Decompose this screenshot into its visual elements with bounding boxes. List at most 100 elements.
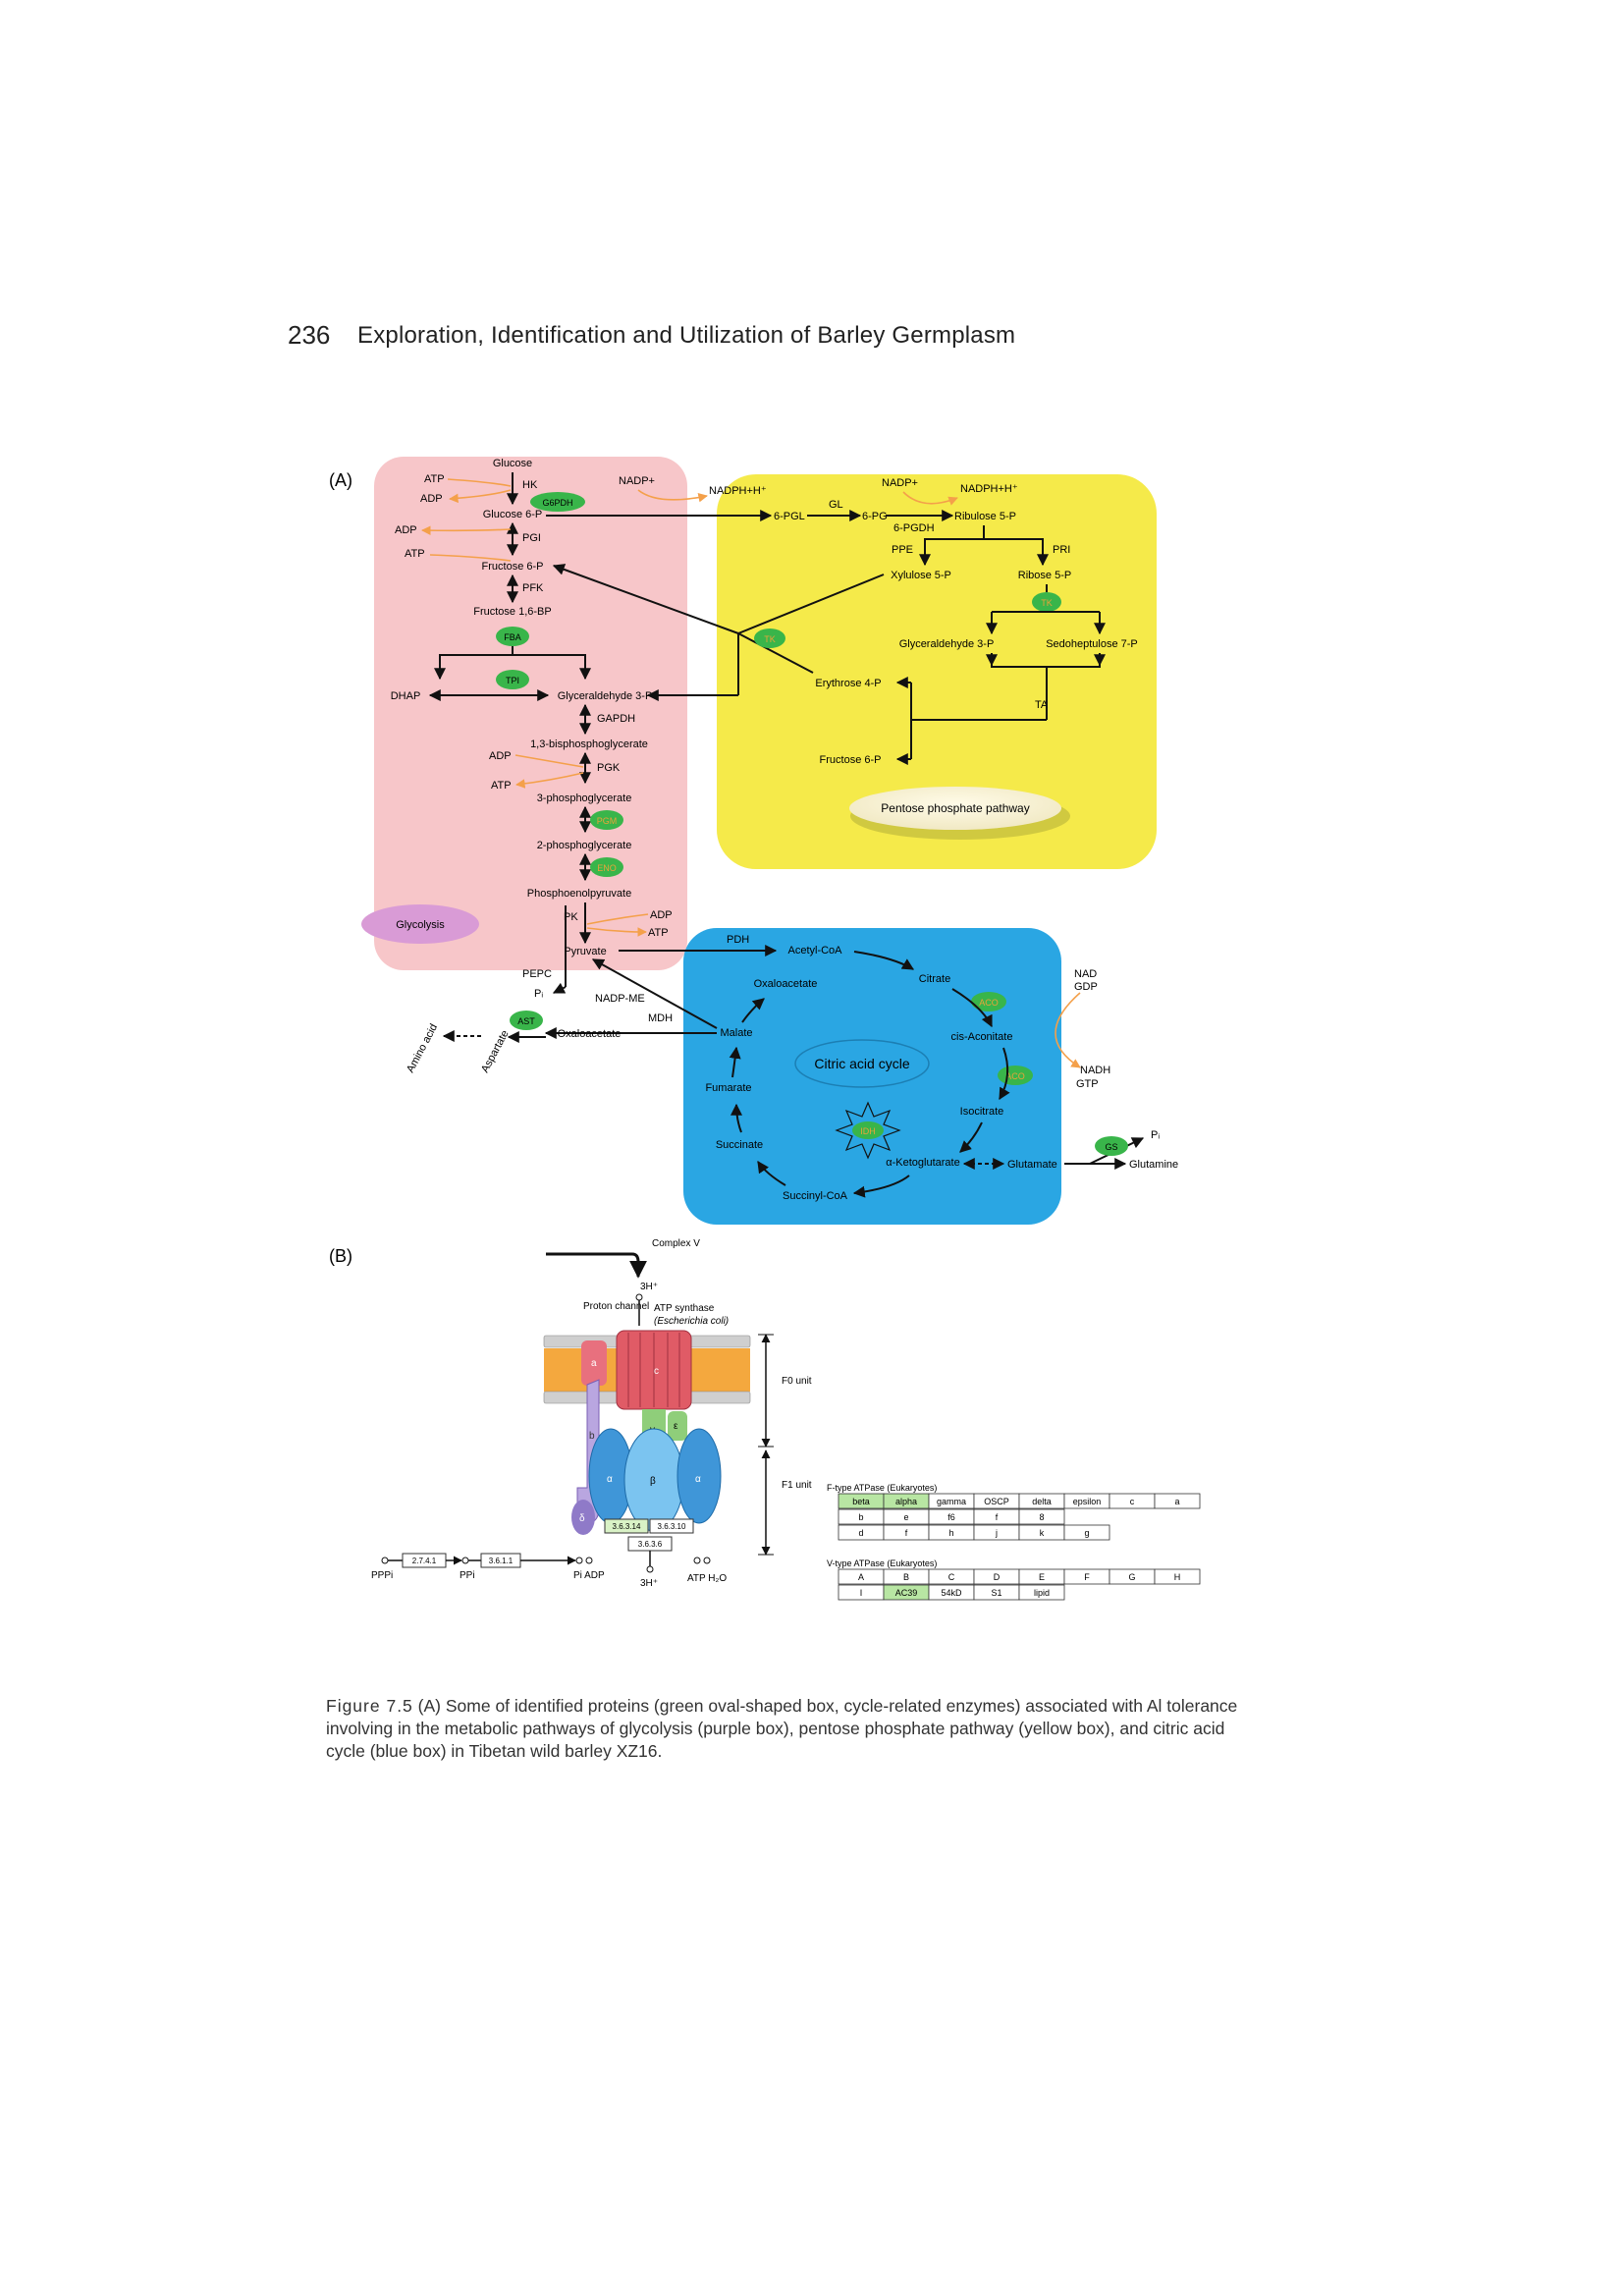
ec-3-6-1-1: 3.6.1.1 — [489, 1557, 514, 1565]
table-cell — [1063, 1524, 1110, 1541]
table-cell-label: S1 — [991, 1588, 1001, 1598]
atp-4: ATP — [648, 927, 669, 939]
protein-tpi: TPI — [506, 676, 519, 685]
caption-text: (A) Some of identified proteins (green o… — [326, 1696, 1238, 1761]
organism: (Escherichia coli) — [654, 1316, 729, 1327]
mdh: MDH — [648, 1012, 673, 1024]
dhap: DHAP — [391, 690, 421, 702]
adp-2: ADP — [395, 524, 417, 536]
gtp: GTP — [1076, 1078, 1099, 1090]
table-cell — [1018, 1508, 1065, 1525]
oxaloacetate-tca: Oxaloacetate — [754, 978, 818, 990]
fructose-16bp: Fructose 1,6-BP — [473, 606, 551, 618]
table-cell-label: C — [948, 1572, 955, 1582]
table-cell-label: d — [858, 1528, 863, 1538]
protein-idh: IDH — [860, 1126, 876, 1136]
acetyl-coa: Acetyl-CoA — [787, 945, 842, 957]
subunit-a: a — [591, 1358, 597, 1369]
tca-cycle: PDH Acetyl-CoA Citrate Oxaloacetate ACO … — [619, 934, 1178, 1202]
nadp-2: NADP+ — [882, 477, 918, 489]
ec-3-6-3-6: 3.6.3.6 — [638, 1540, 663, 1549]
pentose-box — [717, 474, 1157, 869]
table-cell-label: c — [1130, 1497, 1135, 1506]
aspartate: Aspartate — [479, 1028, 512, 1074]
bisphosphoglycerate: 1,3-bisphosphoglycerate — [530, 738, 648, 750]
table-cell — [1154, 1568, 1201, 1585]
glycolysis-pathway: Glucose HK ATP ADP Glucose 6-P PGI ADP A… — [391, 458, 673, 957]
table-cell-label: b — [858, 1512, 863, 1522]
table-cell-label: I — [860, 1588, 863, 1598]
nadp-1: NADP+ — [619, 475, 655, 487]
sedoheptulose-7p: Sedoheptulose 7-P — [1046, 638, 1138, 650]
nadph-2: NADPH+H⁺ — [960, 483, 1018, 495]
table-cell-label: a — [1174, 1497, 1179, 1506]
fructose-6p: Fructose 6-P — [482, 561, 544, 573]
pri: PRI — [1053, 544, 1070, 556]
subunit-c: c — [654, 1366, 659, 1377]
nadp-me: NADP-ME — [595, 993, 645, 1005]
table-cell-label: delta — [1032, 1497, 1052, 1506]
table-cell-label: G — [1128, 1572, 1135, 1582]
3-phosphoglycerate: 3-phosphoglycerate — [537, 793, 632, 804]
fructose-6p-pp: Fructose 6-P — [820, 754, 882, 766]
atp-1: ATP — [424, 473, 445, 485]
subunit-b: b — [589, 1431, 595, 1442]
table-cell — [1018, 1584, 1065, 1601]
subunit-alpha-2: α — [695, 1474, 701, 1485]
nadh: NADH — [1080, 1065, 1110, 1076]
pk: PK — [564, 911, 578, 923]
pentose-label-oval — [849, 787, 1061, 830]
atpase-diagram: Complex V 3H⁺ Proton channel ATP synthas… — [371, 1238, 812, 1589]
adp-1: ADP — [420, 493, 443, 505]
table-cell-label: beta — [852, 1497, 870, 1506]
table-cell-label: alpha — [895, 1497, 917, 1506]
figure-7-5: (A) Glycolysis Pentose phosphate pathway… — [329, 457, 1201, 1601]
adp-3: ADP — [489, 750, 512, 762]
table-cell-label: epsilon — [1073, 1497, 1102, 1506]
tca-label: Citric acid cycle — [814, 1056, 909, 1071]
pepc: PEPC — [522, 968, 552, 980]
table-cell-label: H — [1174, 1572, 1181, 1582]
table-cell-label: k — [1040, 1528, 1045, 1538]
table-cell-label: A — [858, 1572, 864, 1582]
h-bottom: 3H⁺ — [640, 1578, 658, 1589]
protein-aco-2: ACO — [1005, 1071, 1025, 1081]
table-cell-label: f — [996, 1512, 999, 1522]
protein-g6pdh: G6PDH — [542, 498, 572, 508]
subunit-epsilon: ε — [674, 1421, 678, 1432]
protein-fba: FBA — [504, 632, 521, 642]
subunit-beta: β — [650, 1476, 656, 1487]
pi-adp: Pi ADP — [573, 1570, 605, 1581]
f0-unit: F0 unit — [782, 1376, 812, 1387]
vtype-title: V-type ATPase (Eukaryotes) — [827, 1558, 937, 1568]
pfk: PFK — [522, 582, 544, 594]
glutamine: Glutamine — [1129, 1159, 1178, 1171]
table-cell-label: g — [1084, 1528, 1089, 1538]
gdp: GDP — [1074, 981, 1098, 993]
table-cell-label: F — [1084, 1572, 1090, 1582]
table-cell-label: AC39 — [895, 1588, 918, 1598]
succinyl-coa: Succinyl-CoA — [783, 1190, 848, 1202]
pi-gs: Pᵢ — [1151, 1129, 1160, 1141]
glyceraldehyde-3p-pp: Glyceraldehyde 3-P — [899, 638, 995, 650]
protein-ast: AST — [517, 1016, 535, 1026]
6-pgdh: 6-PGDH — [893, 522, 935, 534]
protein-eno: ENO — [597, 863, 617, 873]
panel-b-label: (B) — [329, 1246, 352, 1266]
proton-channel: Proton channel — [583, 1301, 649, 1312]
ribose-5p: Ribose 5-P — [1018, 570, 1071, 581]
ec-3-6-3-10: 3.6.3.10 — [658, 1522, 686, 1531]
adp-4: ADP — [650, 909, 673, 921]
succinate: Succinate — [716, 1139, 763, 1151]
protein-tk-1: TK — [764, 634, 776, 644]
6-pgl: 6-PGL — [774, 511, 805, 522]
nadph-1: NADPH+H⁺ — [709, 485, 767, 497]
glucose: Glucose — [493, 458, 532, 469]
running-title: Exploration, Identification and Utilizat… — [357, 322, 1016, 349]
pentose-pathway: G6PDH NADP+ NADPH+H⁺ 6-PGL GL 6-PG NADP+… — [530, 475, 1138, 766]
glutamate: Glutamate — [1007, 1159, 1057, 1171]
gapdh: GAPDH — [597, 713, 635, 725]
protein-aco-1: ACO — [979, 998, 999, 1008]
citrate: Citrate — [919, 973, 950, 985]
subunit-delta: δ — [579, 1513, 585, 1524]
